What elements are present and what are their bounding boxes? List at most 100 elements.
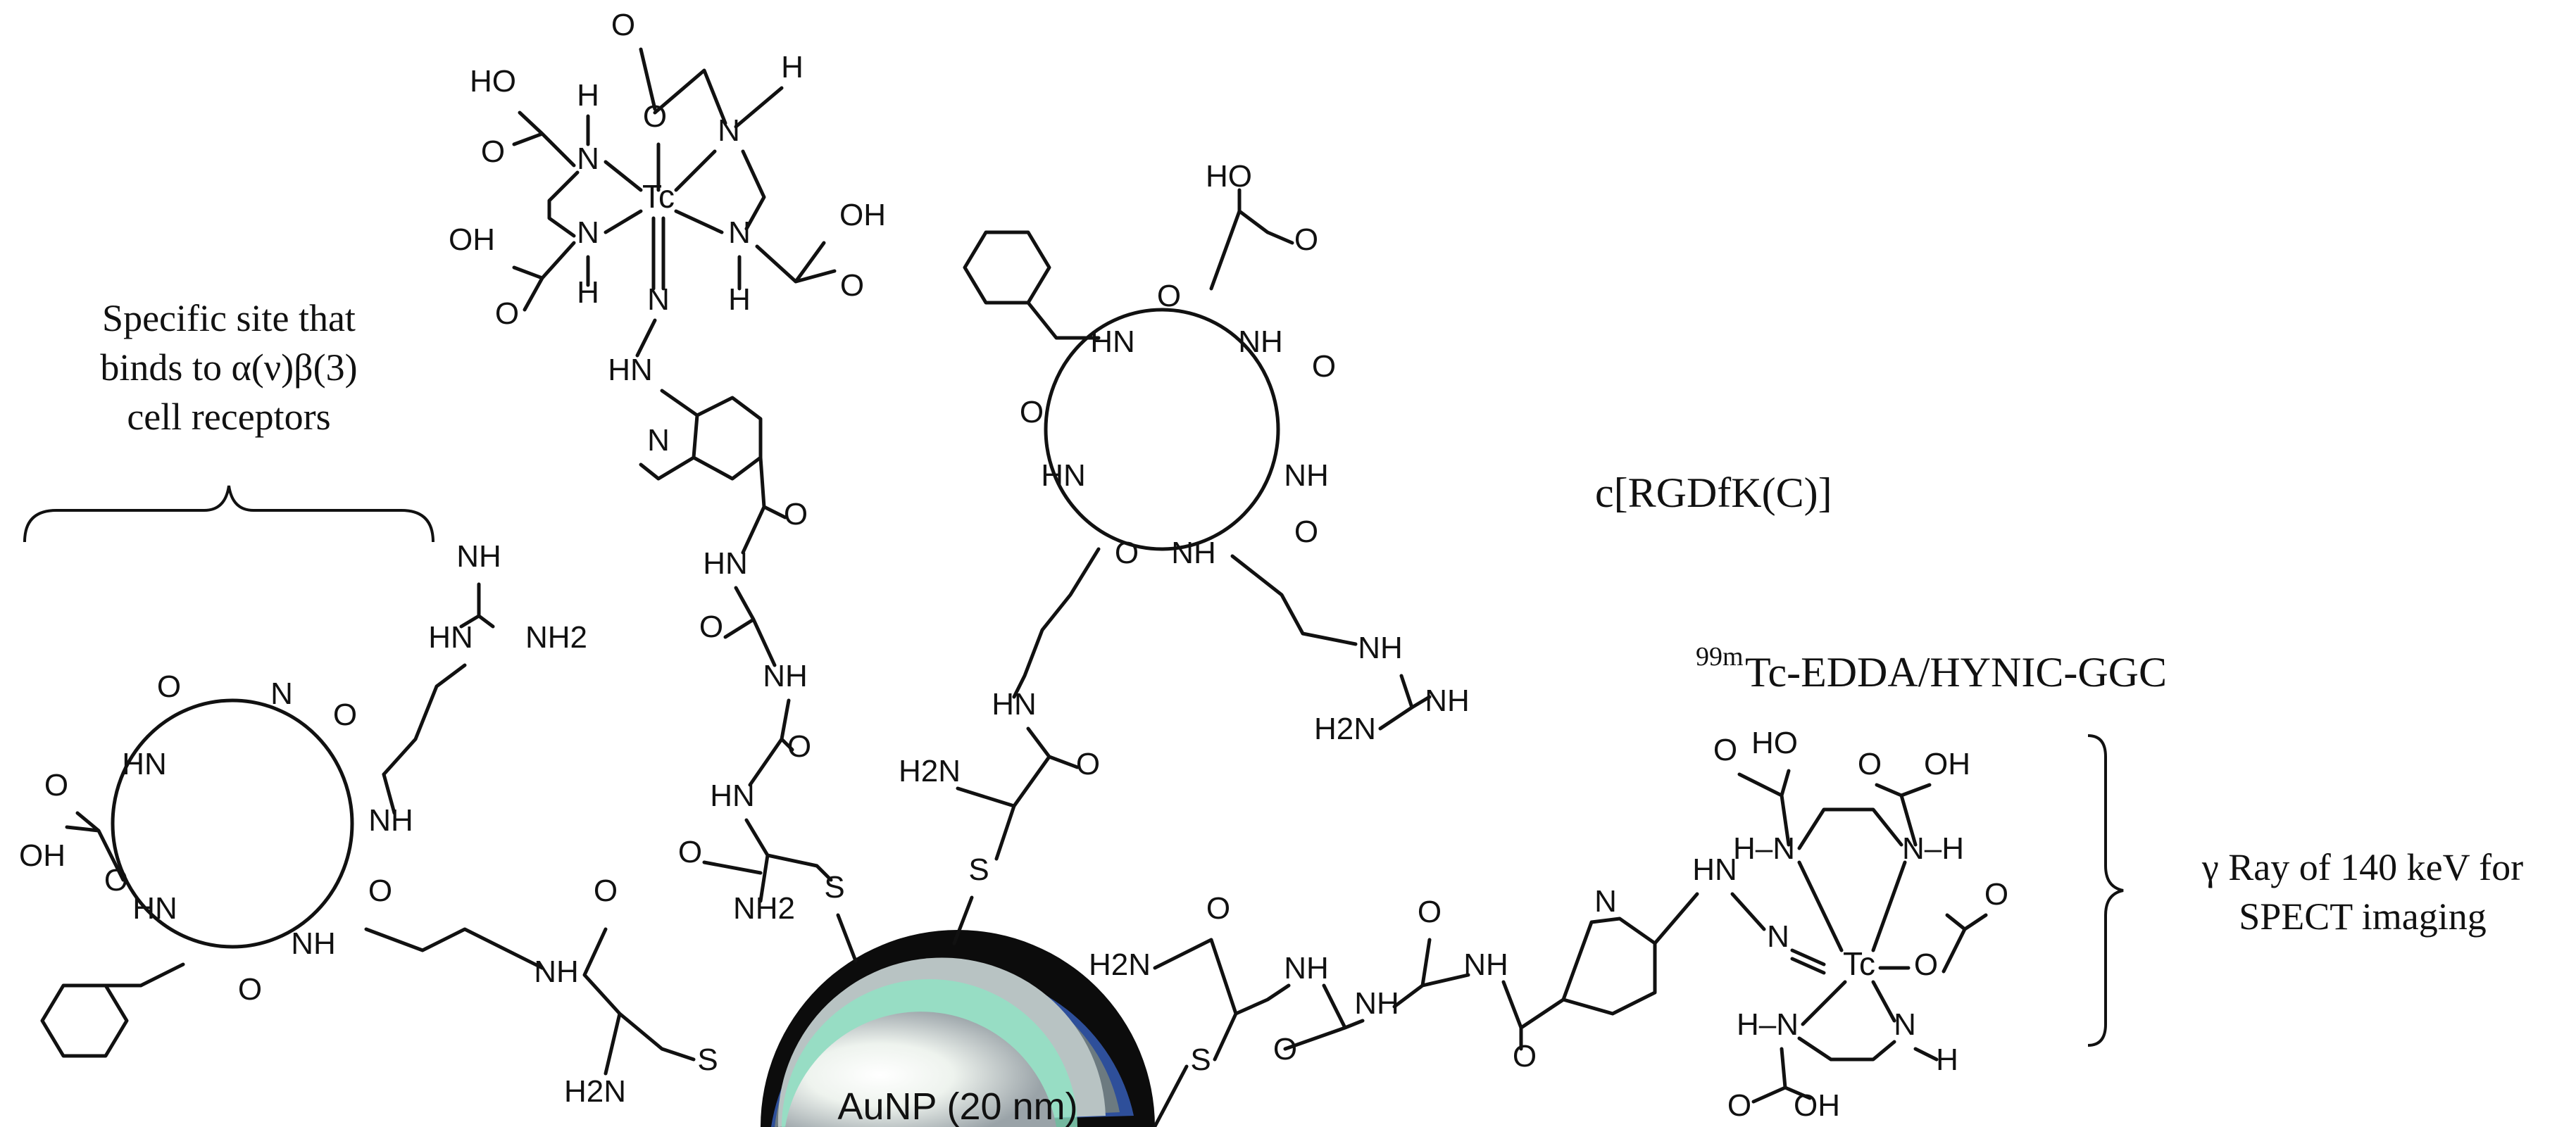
o-atom: O [238, 972, 262, 1007]
hn-group: HN [1090, 325, 1135, 359]
o-atom: O [1984, 877, 2008, 912]
o-atom: O [1020, 395, 1044, 429]
nh-group: NH [1463, 947, 1508, 982]
s-atom: S [968, 852, 989, 887]
o-atom: O [1513, 1039, 1537, 1074]
rgd-peptide-ring-top: HO O HN NH O O O HN NH O NH O NH NH H2N … [899, 159, 1470, 945]
binding-site-text-line1: Specific site that [102, 297, 356, 339]
o-atom: O [1713, 733, 1737, 767]
hynic-linker-top: N O HN O NH O HN O NH2 S [639, 389, 858, 963]
hynic-linker-bottom: S H2N O NH O NH O NH O N HN N [1089, 852, 1826, 1127]
hn-group: HN [1041, 458, 1086, 493]
n-atom: N [1767, 919, 1789, 954]
nh-group: NH [534, 955, 579, 989]
n-atom: N [1894, 1007, 1916, 1042]
radiolabel-annotation: 99m Tc-EDDA/HYNIC-GGC [1696, 642, 2167, 695]
o-atom: O [481, 134, 505, 169]
binding-site-brace [23, 485, 434, 543]
gamma-text-line1: γ Ray of 140 keV for [2201, 846, 2523, 888]
h2n-group: H2N [564, 1074, 626, 1109]
gold-nanoparticle: AuNP (20 nm) [761, 930, 1155, 1127]
radiolabel-name: Tc-EDDA/HYNIC-GGC [1745, 649, 2167, 695]
nh-group: NH [368, 803, 413, 838]
hn-group: HN [608, 353, 653, 387]
hn-group: HN [992, 687, 1037, 722]
oh-group: OH [839, 198, 886, 232]
hn-group: HN [703, 546, 748, 581]
h-atom: H [781, 50, 804, 84]
tc-complex-bottom: Tc O O H–N N–H H–N N H HO O O OH O OH [1713, 726, 2008, 1123]
s-atom: S [1190, 1043, 1211, 1077]
gamma-text-line2: SPECT imaging [2239, 895, 2487, 938]
hn-group: HN [710, 779, 755, 813]
n-atom: N [577, 141, 599, 176]
o-atom: O [784, 497, 808, 531]
oh-group: OH [1924, 747, 1970, 781]
ho-group: HO [1206, 159, 1252, 194]
o-atom: O [1076, 747, 1100, 781]
n-atom: N [647, 282, 670, 317]
hn-group: HN [1692, 852, 1737, 887]
o-atom: O [1294, 515, 1318, 549]
oh-group: OH [19, 838, 65, 873]
o-atom: O [1727, 1088, 1751, 1123]
o-atom: O [333, 698, 357, 732]
nh-group: NH [1284, 951, 1329, 986]
o-atom: O [699, 610, 723, 644]
nh-group: NH [1358, 631, 1403, 665]
binding-site-text-line2: binds to α(ν)β(3) [100, 346, 357, 389]
nh-group: NH [291, 926, 336, 961]
o-atom: O [678, 835, 702, 869]
tc-complex-top: Tc N N N N H H H H O O N HN HO O OH O OH… [449, 8, 886, 387]
peptide-ring-outline [111, 698, 354, 949]
hn-group: HN [122, 747, 167, 781]
o-atom: O [44, 768, 68, 802]
h-n-group: H–N [1733, 831, 1795, 866]
ho-group: HO [470, 64, 516, 99]
n-atom: N [577, 215, 599, 250]
o-atom: O [1206, 891, 1230, 926]
o-atom: O [1312, 349, 1336, 384]
nh2-group: NH2 [525, 620, 587, 655]
o-atom: O [1115, 536, 1139, 570]
o-atom: O [368, 874, 392, 908]
o-atom: O [1858, 747, 1882, 781]
h-n-group: H–N [1737, 1007, 1799, 1042]
o-atom: O [1418, 895, 1442, 929]
nh-group: NH [1284, 458, 1329, 493]
hn-group: HN [132, 891, 177, 926]
rgd-peptide-ring-left: NH NH2 HN N O O HN NH O OH O O HN NH O N… [19, 539, 718, 1109]
h2n-group: H2N [899, 754, 961, 788]
nh2-group: NH2 [733, 891, 795, 926]
o-atom: O [157, 669, 181, 704]
nh-group: NH [1238, 325, 1283, 359]
o-atom: O [1157, 279, 1181, 313]
n-atom: N [1594, 884, 1617, 919]
benzene-ring [40, 983, 129, 1058]
nh-group: NH [1425, 684, 1470, 718]
ho-group: HO [1751, 726, 1798, 760]
n-atom: N [728, 215, 751, 250]
n-atom: N [270, 676, 293, 711]
benzene-ring [963, 230, 1051, 305]
s-atom: S [697, 1043, 718, 1077]
h2n-group: H2N [1089, 947, 1151, 982]
gamma-ray-annotation: γ Ray of 140 keV for SPECT imaging [2087, 734, 2523, 1047]
tc-atom: Tc [1843, 945, 1875, 982]
oh-group: OH [449, 222, 495, 257]
h-atom: H [1936, 1043, 1958, 1077]
binding-site-annotation: Specific site that binds to α(ν)β(3) cel… [23, 297, 434, 543]
peptide-label: c[RGDfK(C)] [1595, 470, 1832, 516]
o-atom: O [495, 296, 519, 331]
n-atom: N [647, 423, 670, 458]
h2n-group: H2N [1314, 712, 1376, 746]
nh-group: NH [456, 539, 501, 574]
h-atom: H [577, 78, 599, 113]
radiolabel-superscript: 99m [1696, 642, 1744, 672]
o-atom: O [594, 874, 618, 908]
peptide-ring-outline [1044, 308, 1280, 551]
o-atom: O [840, 268, 864, 303]
nh-group: NH [1354, 986, 1399, 1021]
gamma-brace [2087, 734, 2124, 1047]
